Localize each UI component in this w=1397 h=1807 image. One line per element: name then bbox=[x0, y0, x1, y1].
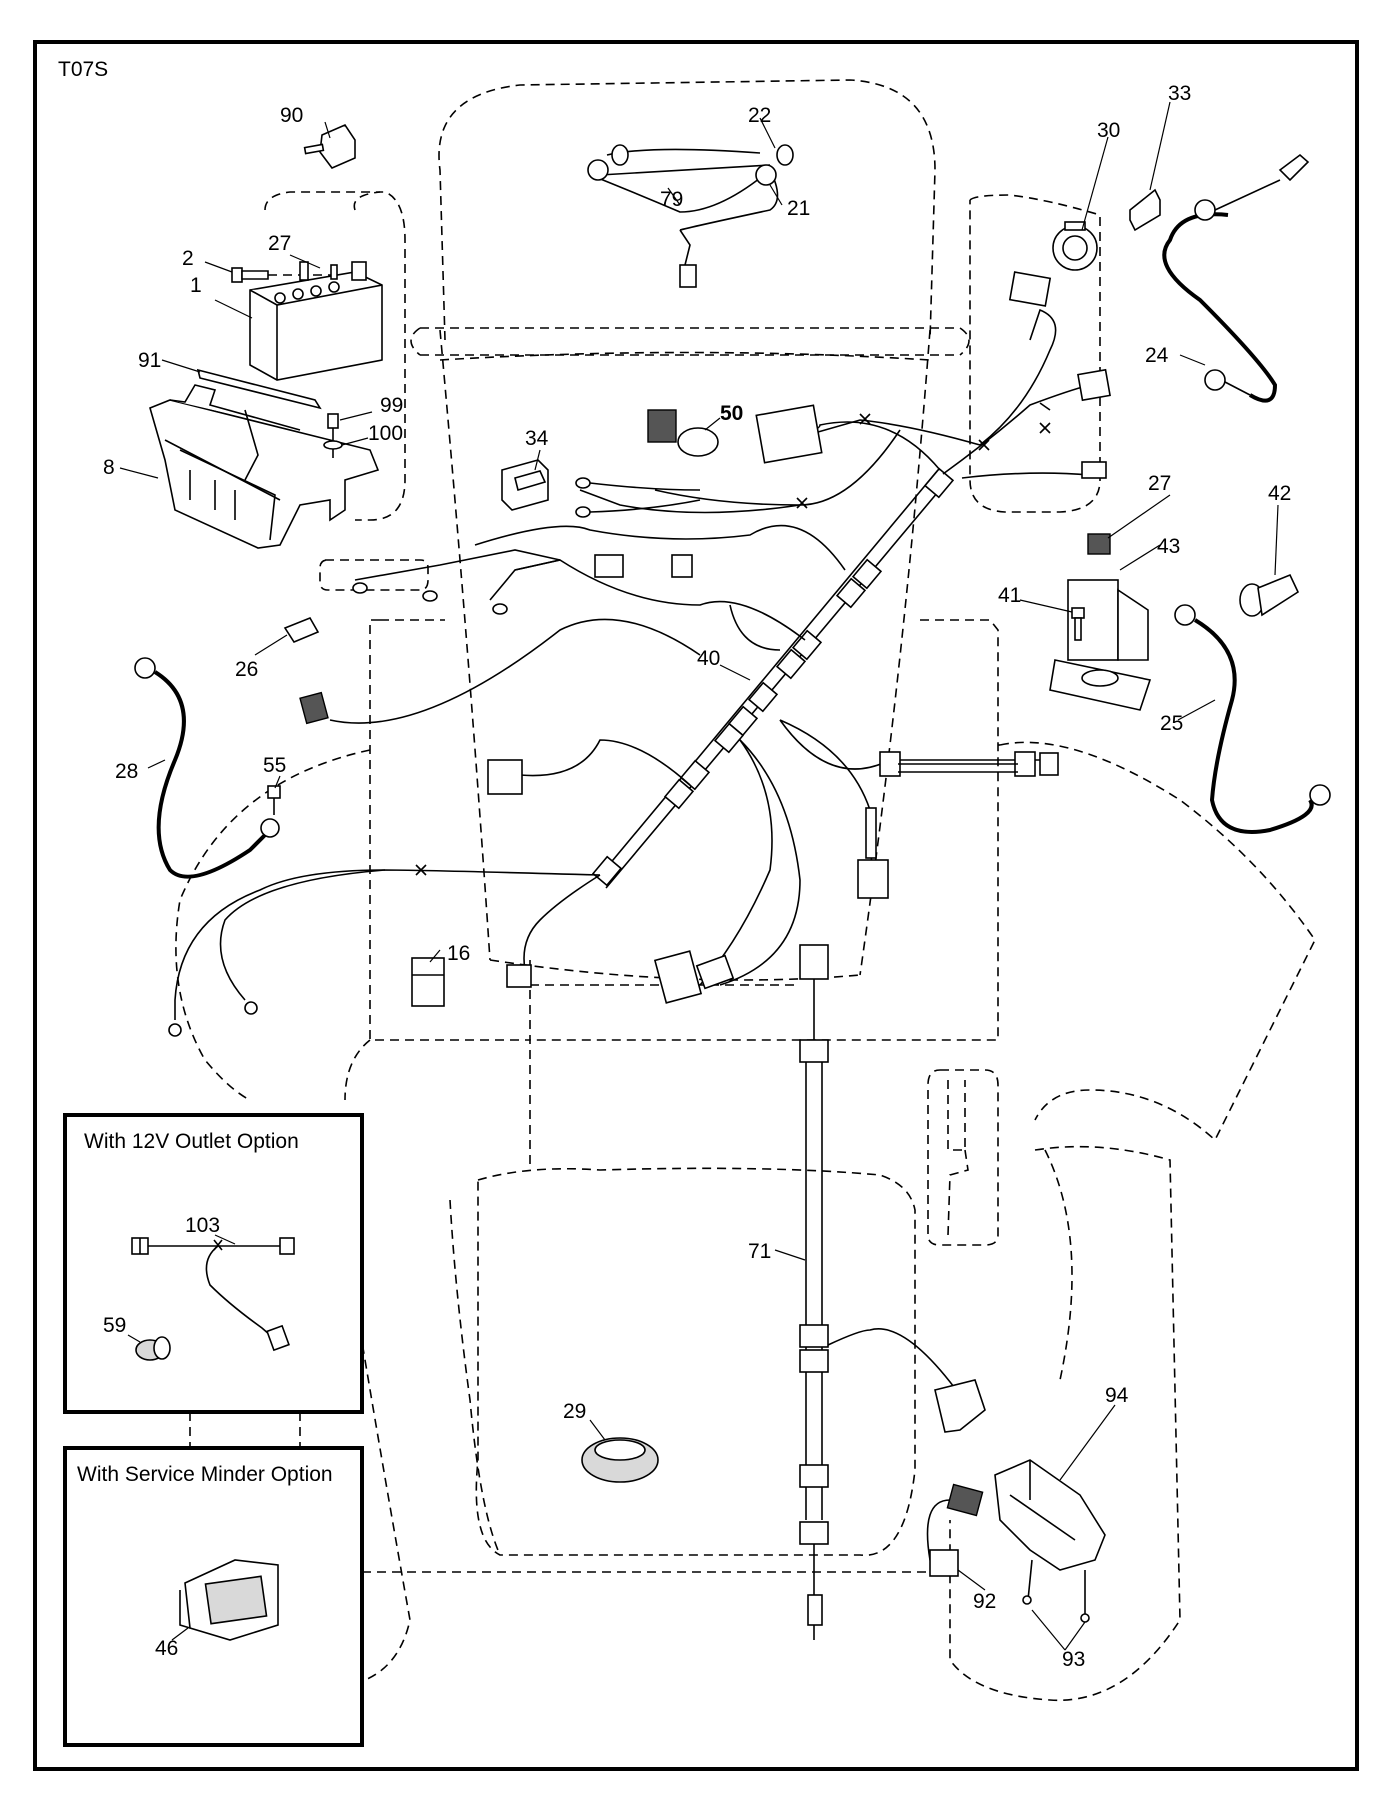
inset-service-minder: With Service Minder Option 46 bbox=[63, 1446, 364, 1747]
label-29: 29 bbox=[563, 1400, 586, 1423]
label-103: 103 bbox=[185, 1214, 220, 1237]
label-43: 43 bbox=[1157, 535, 1180, 558]
label-59: 59 bbox=[103, 1314, 126, 1337]
label-24: 24 bbox=[1145, 344, 1169, 367]
callout-labels: 90 22 79 21 30 33 2 27 1 91 99 100 8 24 … bbox=[103, 82, 1291, 1671]
diagram-frame bbox=[33, 40, 1359, 1771]
label-27a: 27 bbox=[268, 232, 291, 255]
label-26: 26 bbox=[235, 658, 258, 681]
label-1: 1 bbox=[190, 274, 202, 297]
label-30: 30 bbox=[1097, 119, 1120, 142]
label-16: 16 bbox=[447, 942, 470, 965]
label-40: 40 bbox=[697, 647, 720, 670]
label-99: 99 bbox=[380, 394, 403, 417]
inset-12v-outlet: With 12V Outlet Option 103 59 bbox=[63, 1113, 364, 1414]
parts bbox=[134, 123, 1331, 1640]
label-41: 41 bbox=[998, 584, 1021, 607]
label-46: 46 bbox=[155, 1637, 178, 1660]
main-harness bbox=[174, 308, 1091, 1020]
label-100: 100 bbox=[368, 422, 403, 445]
label-2: 2 bbox=[182, 247, 194, 270]
label-71: 71 bbox=[748, 1240, 771, 1263]
tractor-outline bbox=[175, 79, 1316, 1702]
label-92: 92 bbox=[973, 1590, 996, 1613]
label-42: 42 bbox=[1268, 482, 1291, 505]
label-90: 90 bbox=[280, 104, 303, 127]
label-28: 28 bbox=[115, 760, 138, 783]
label-8: 8 bbox=[103, 456, 115, 479]
inset-service-minder-title: With Service Minder Option bbox=[77, 1463, 333, 1486]
label-21: 21 bbox=[787, 197, 810, 220]
label-25: 25 bbox=[1160, 712, 1183, 735]
harness-connectors bbox=[168, 271, 1111, 1037]
label-55: 55 bbox=[263, 754, 286, 777]
inset-12v-outlet-title: With 12V Outlet Option bbox=[84, 1130, 299, 1153]
label-94: 94 bbox=[1105, 1384, 1129, 1407]
label-50: 50 bbox=[720, 402, 743, 425]
leaders bbox=[119, 101, 1279, 1651]
label-33: 33 bbox=[1168, 82, 1191, 105]
label-22: 22 bbox=[748, 104, 771, 127]
label-34: 34 bbox=[525, 427, 549, 450]
label-27b: 27 bbox=[1148, 472, 1171, 495]
label-79: 79 bbox=[660, 188, 683, 211]
label-93: 93 bbox=[1062, 1648, 1085, 1671]
label-91: 91 bbox=[138, 349, 161, 372]
diagram-code: T07S bbox=[58, 58, 108, 81]
battery-assembly bbox=[149, 261, 383, 549]
